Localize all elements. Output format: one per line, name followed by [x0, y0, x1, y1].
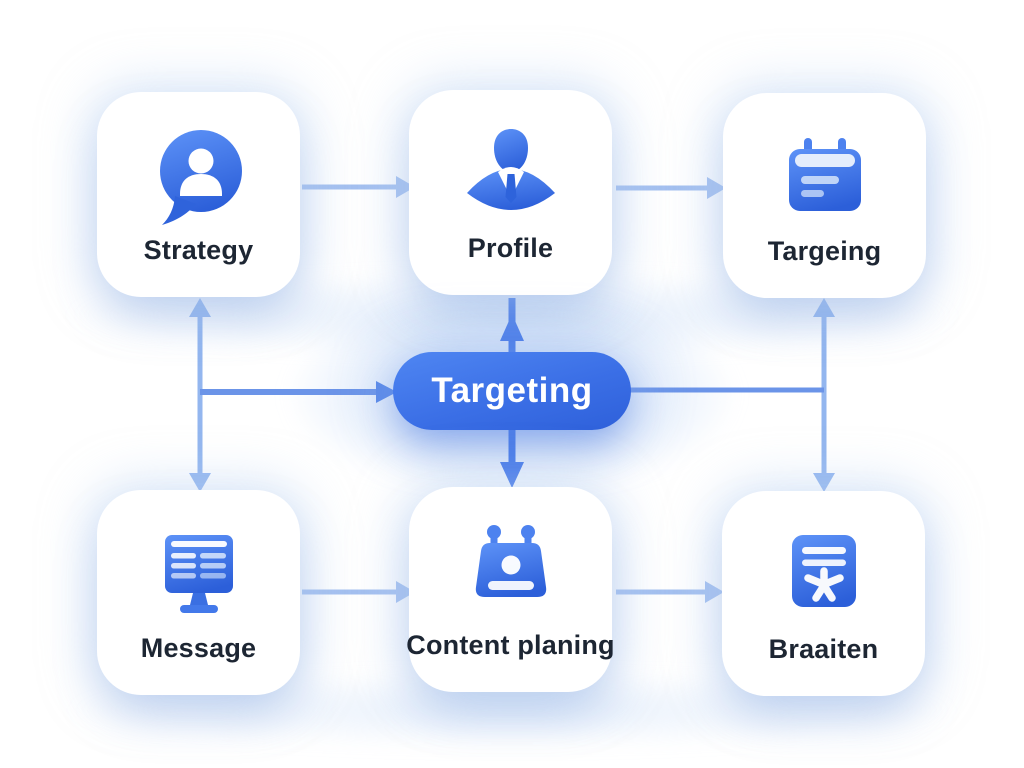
- node-label: Strategy: [143, 234, 254, 265]
- connector-strategy-profile: [302, 176, 415, 198]
- connector-targeing-braaiten: [813, 298, 835, 492]
- chat-person-icon: [159, 129, 242, 225]
- connector-left-rail-pill: [200, 381, 397, 403]
- node-message[interactable]: Message: [97, 490, 300, 695]
- connector-pill-content: [500, 428, 524, 488]
- node-profile[interactable]: Profile: [409, 90, 612, 295]
- node-content-planing[interactable]: Content planing: [406, 487, 615, 692]
- connector-content-braaiten: [616, 581, 724, 603]
- connector-pill-profile: [500, 298, 524, 354]
- bag-icon: [475, 524, 546, 597]
- node-label: Braaiten: [768, 633, 879, 664]
- targeting-pill[interactable]: Targeting: [393, 352, 631, 430]
- node-label: Profile: [467, 232, 554, 263]
- document-star-icon: [791, 534, 856, 607]
- node-label: Message: [140, 632, 257, 663]
- monitor-text-icon: [164, 534, 233, 613]
- node-label: Targeing: [767, 235, 882, 266]
- notepad-icon: [788, 137, 861, 211]
- node-targeing[interactable]: Targeing: [723, 93, 926, 298]
- node-label: Content planing: [406, 629, 615, 660]
- pill-label: Targeting: [431, 371, 593, 410]
- node-strategy[interactable]: Strategy: [97, 92, 300, 297]
- connector-message-content: [302, 581, 415, 603]
- businessman-icon: [466, 128, 555, 210]
- connector-profile-targeing: [616, 177, 726, 199]
- node-braaiten[interactable]: Braaiten: [722, 491, 925, 696]
